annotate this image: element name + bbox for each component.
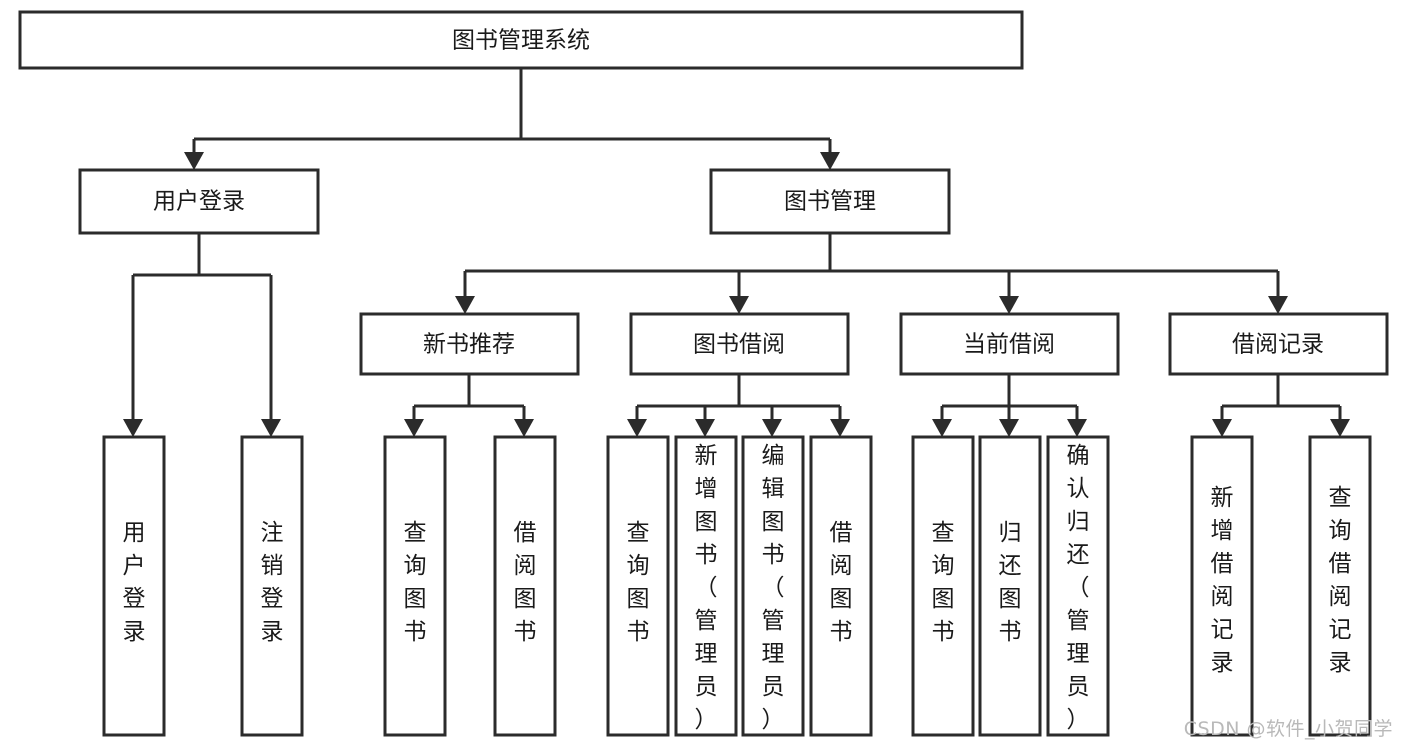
node-user-login-label: 用户登录 <box>153 189 245 215</box>
leaf-user-login-label: 用户登录 <box>123 520 146 645</box>
leaf-borrow-book-1-box[interactable] <box>493 435 557 737</box>
leaf-node-leaf-logout[interactable]: 注销登录 <box>240 435 304 737</box>
arrowhead-user-login <box>184 152 204 170</box>
arrowhead-leaf-query-book-3 <box>932 419 952 437</box>
leaf-add-book-label: 新增图书（管理员） <box>695 443 718 733</box>
leaf-borrow-book-2-label: 借阅图书 <box>830 520 853 645</box>
arrowhead-leaf-user-login <box>123 419 143 437</box>
node-current-borrow[interactable]: 当前借阅 <box>899 312 1120 376</box>
node-book-manage[interactable]: 图书管理 <box>709 168 951 235</box>
arrowhead-leaf-edit-book <box>762 419 782 437</box>
leaf-query-book-1-box[interactable] <box>383 435 447 737</box>
arrowhead-leaf-borrow-book-2 <box>830 419 850 437</box>
leaf-node-leaf-user-login[interactable]: 用户登录 <box>102 435 166 737</box>
arrowhead-leaf-return-book <box>999 419 1019 437</box>
connector-layer <box>123 68 1350 437</box>
arrowhead-book-manage <box>820 152 840 170</box>
arrowhead-leaf-borrow-book-1 <box>514 419 534 437</box>
node-book-manage-label: 图书管理 <box>784 189 876 215</box>
leaf-add-record-label: 新增借阅记录 <box>1211 485 1234 676</box>
node-book-borrow-label: 图书借阅 <box>693 332 785 358</box>
leaf-layer: 用户登录 注销登录 查询图书 借阅图书 查询图书 新增图书（管理员） 编辑图书（… <box>102 435 1372 737</box>
watermark-text: CSDN @软件_小贺同学 <box>1183 718 1393 740</box>
leaf-add-record-box[interactable] <box>1190 435 1254 737</box>
arrowhead-leaf-logout <box>261 419 281 437</box>
node-new-book-recommend-label: 新书推荐 <box>423 332 515 358</box>
arrowhead-leaf-add-book <box>695 419 715 437</box>
arrowhead-new-book-recommend <box>455 296 475 314</box>
leaf-borrow-book-2-box[interactable] <box>809 435 873 737</box>
leaf-node-leaf-borrow-book-1[interactable]: 借阅图书 <box>493 435 557 737</box>
arrowhead-leaf-confirm-return <box>1067 419 1087 437</box>
node-book-borrow[interactable]: 图书借阅 <box>629 312 850 376</box>
leaf-query-record-label: 查询借阅记录 <box>1329 485 1352 676</box>
leaf-confirm-return-box[interactable] <box>1046 435 1110 737</box>
node-borrow-record[interactable]: 借阅记录 <box>1168 312 1389 376</box>
arrowhead-leaf-query-book-1 <box>404 419 424 437</box>
leaf-query-book-2-label: 查询图书 <box>627 520 650 645</box>
node-current-borrow-box[interactable] <box>899 312 1120 376</box>
arrowhead-leaf-query-record <box>1330 419 1350 437</box>
node-book-manage-box[interactable] <box>709 168 951 235</box>
leaf-borrow-book-1-label: 借阅图书 <box>514 520 537 645</box>
leaf-node-leaf-borrow-book-2[interactable]: 借阅图书 <box>809 435 873 737</box>
leaf-user-login-box[interactable] <box>102 435 166 737</box>
arrowhead-borrow-record <box>1268 296 1288 314</box>
node-user-login-box[interactable] <box>78 168 320 235</box>
arrowhead-current-borrow <box>999 296 1019 314</box>
node-user-login[interactable]: 用户登录 <box>78 168 320 235</box>
arrowhead-book-borrow <box>729 296 749 314</box>
leaf-query-book-3-box[interactable] <box>911 435 975 737</box>
leaf-query-book-2-box[interactable] <box>606 435 670 737</box>
leaf-node-leaf-query-book-2[interactable]: 查询图书 <box>606 435 670 737</box>
leaf-node-leaf-add-book[interactable]: 新增图书（管理员） <box>674 435 738 737</box>
node-borrow-record-box[interactable] <box>1168 312 1389 376</box>
leaf-node-leaf-edit-book[interactable]: 编辑图书（管理员） <box>741 435 805 737</box>
arrowhead-leaf-add-record <box>1212 419 1232 437</box>
leaf-node-leaf-return-book[interactable]: 归还图书 <box>978 435 1042 737</box>
leaf-node-leaf-query-book-1[interactable]: 查询图书 <box>383 435 447 737</box>
leaf-node-leaf-confirm-return[interactable]: 确认归还（管理员） <box>1046 435 1110 737</box>
leaf-node-leaf-query-record[interactable]: 查询借阅记录 <box>1308 435 1372 737</box>
node-new-book-recommend[interactable]: 新书推荐 <box>359 312 580 376</box>
leaf-query-book-3-label: 查询图书 <box>932 520 955 645</box>
node-current-borrow-label: 当前借阅 <box>963 332 1055 358</box>
leaf-edit-book-label: 编辑图书（管理员） <box>762 443 785 733</box>
leaf-add-book-box[interactable] <box>674 435 738 737</box>
arrowhead-leaf-query-book-2 <box>627 419 647 437</box>
node-book-borrow-box[interactable] <box>629 312 850 376</box>
node-borrow-record-label: 借阅记录 <box>1232 332 1324 358</box>
node-root-label: 图书管理系统 <box>452 28 590 54</box>
node-new-book-recommend-box[interactable] <box>359 312 580 376</box>
leaf-logout-box[interactable] <box>240 435 304 737</box>
leaf-edit-book-box[interactable] <box>741 435 805 737</box>
leaf-query-record-box[interactable] <box>1308 435 1372 737</box>
leaf-return-book-label: 归还图书 <box>999 520 1022 645</box>
leaf-return-book-box[interactable] <box>978 435 1042 737</box>
leaf-node-leaf-add-record[interactable]: 新增借阅记录 <box>1190 435 1254 737</box>
leaf-confirm-return-label: 确认归还（管理员） <box>1067 443 1090 733</box>
leaf-node-leaf-query-book-3[interactable]: 查询图书 <box>911 435 975 737</box>
node-root[interactable]: 图书管理系统 <box>18 10 1024 70</box>
leaf-query-book-1-label: 查询图书 <box>404 520 427 645</box>
node-root-box[interactable] <box>18 10 1024 70</box>
leaf-logout-label: 注销登录 <box>261 520 284 645</box>
